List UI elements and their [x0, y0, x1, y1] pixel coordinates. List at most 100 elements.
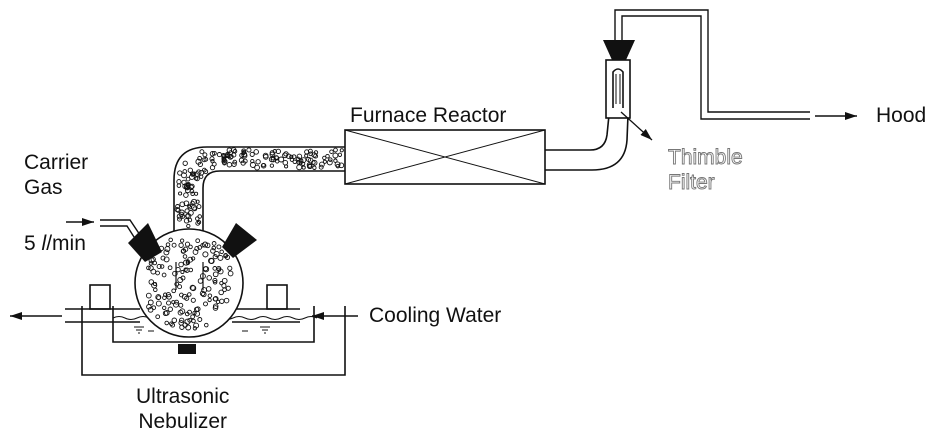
carrier-gas-label: Carrier Gas: [24, 150, 88, 200]
aerosol-droplet: [311, 159, 318, 166]
aerosol-droplet: [172, 270, 178, 277]
aerosol-droplet: [178, 242, 184, 248]
aerosol-droplet: [301, 165, 306, 170]
aerosol-droplet: [181, 293, 188, 300]
aerosol-droplet: [289, 154, 294, 160]
aerosol-droplet: [232, 149, 238, 154]
aerosol-droplet: [163, 256, 170, 263]
aerosol-droplet: [291, 154, 297, 160]
aerosol-droplet: [178, 320, 184, 326]
aerosol-droplet: [167, 306, 173, 312]
flow-rate-unit-rest: /min: [46, 232, 86, 255]
aerosol-droplet: [328, 157, 333, 162]
aerosol-droplet: [269, 151, 276, 158]
aerosol-droplet: [212, 271, 219, 278]
aerosol-droplet: [226, 147, 233, 153]
nebulizer-line2: Nebulizer: [138, 410, 228, 434]
aerosol-droplet: [155, 300, 162, 307]
aerosol-droplet: [202, 152, 208, 158]
flask-inner-tube: [175, 262, 204, 290]
carrier-gas-line1: Carrier: [24, 151, 89, 174]
aerosol-droplet: [219, 298, 225, 304]
filter-pointer-arrow: [620, 111, 653, 141]
aerosol-droplet: [253, 149, 259, 155]
aerosol-droplet: [174, 299, 180, 305]
thimble-filter-line1: Thimble: [668, 146, 744, 170]
aerosol-droplet: [254, 164, 260, 171]
thimble-filter-housing: [605, 59, 631, 119]
aerosol-droplet: [218, 289, 224, 296]
aerosol-droplet: [182, 169, 188, 174]
nebulizer-line1: Ultrasonic: [136, 385, 230, 408]
aerosol-droplet: [190, 314, 195, 320]
aerosol-droplet: [269, 163, 275, 168]
aerosol-droplet: [147, 306, 154, 313]
aerosol-droplet: [195, 238, 201, 244]
aerosol-droplet: [202, 251, 209, 258]
thimble-filter-line2: Filter: [668, 171, 716, 195]
aerosol-droplet: [178, 302, 184, 308]
aerosol-droplet: [217, 254, 224, 261]
aerosol-droplet: [225, 153, 231, 159]
aerosol-droplet: [162, 295, 167, 300]
aerosol-droplet: [196, 169, 202, 175]
aerosol-droplet: [249, 151, 255, 157]
aerosol-droplet: [216, 265, 222, 272]
aerosol-droplet: [190, 297, 196, 303]
aerosol-droplet: [209, 164, 216, 171]
filter-stopper: [603, 40, 635, 60]
aerosol-droplet: [282, 159, 289, 166]
aerosol-droplet: [201, 291, 207, 298]
aerosol-droplet: [199, 149, 205, 155]
aerosol-droplet: [187, 167, 193, 173]
ultrasonic-nebulizer-label: Ultrasonic Nebulizer: [136, 384, 229, 434]
aerosol-droplet: [307, 148, 313, 154]
aerosol-droplet: [189, 174, 195, 180]
carrier-gas-line2: Gas: [24, 176, 63, 200]
mist-particles: [145, 237, 234, 331]
aerosol-droplet: [171, 288, 177, 294]
aerosol-droplet: [190, 198, 198, 205]
aerosol-droplet: [241, 152, 248, 159]
aerosol-droplet: [219, 249, 224, 255]
aerosol-droplet: [168, 237, 173, 243]
aerosol-droplet: [156, 263, 162, 270]
flask-stopper-left: [128, 223, 162, 262]
aerosol-droplet: [162, 305, 167, 311]
aerosol-droplet: [210, 248, 216, 254]
aerosol-droplet: [196, 204, 202, 210]
aerosol-droplet: [296, 160, 301, 165]
aerosol-droplet: [197, 245, 203, 250]
aerosol-droplet: [211, 241, 217, 246]
aerosol-droplet: [192, 310, 197, 316]
aerosol-droplet: [180, 275, 186, 281]
aerosol-droplet: [150, 256, 156, 263]
aerosol-droplet: [270, 156, 277, 163]
aerosol-droplet: [296, 153, 303, 160]
aerosol-droplet: [211, 245, 217, 251]
aerosol-droplet: [224, 254, 231, 260]
aerosol-droplet: [329, 149, 334, 154]
aerosol-droplet: [338, 162, 345, 169]
aerosol-droplet: [207, 293, 213, 298]
aerosol-droplet: [241, 150, 246, 156]
aerosol-droplet: [202, 241, 209, 248]
aerosol-droplet: [187, 203, 192, 208]
aerosol-droplet: [195, 306, 201, 312]
aerosol-droplet: [275, 159, 280, 164]
aerosol-droplet: [194, 245, 200, 252]
thimble-filter-label: Thimble Filter: [668, 145, 744, 195]
aerosol-droplet: [219, 280, 224, 286]
aerosol-droplet: [146, 265, 151, 271]
aerosol-droplet: [249, 161, 256, 168]
aerosol-droplet: [260, 162, 267, 169]
aerosol-droplet: [322, 155, 327, 161]
aerosol-droplet: [212, 305, 219, 311]
aerosol-droplet: [176, 179, 182, 185]
aerosol-droplet: [177, 309, 184, 316]
cooling-bath: [81, 284, 346, 376]
aerosol-droplet: [292, 159, 298, 165]
aerosol-droplet: [195, 199, 200, 204]
